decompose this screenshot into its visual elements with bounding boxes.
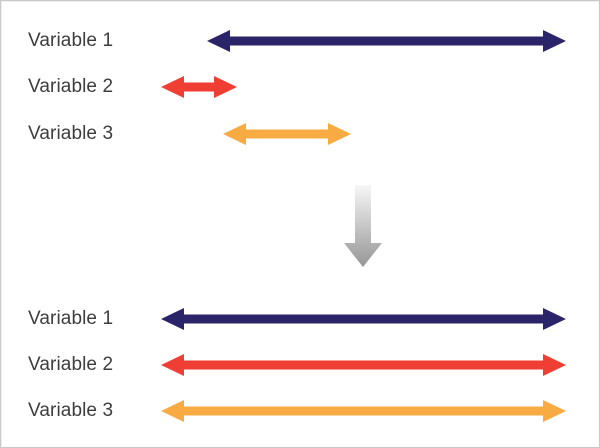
bottom-label-variable-3: Variable 3 [28,400,114,421]
bottom-label-variable-1: Variable 1 [28,308,114,329]
top-label-variable-1: Variable 1 [28,30,114,51]
top-label-variable-3: Variable 3 [28,123,114,144]
top-label-variable-2: Variable 2 [28,76,114,97]
bottom-label-variable-2: Variable 2 [28,354,114,375]
